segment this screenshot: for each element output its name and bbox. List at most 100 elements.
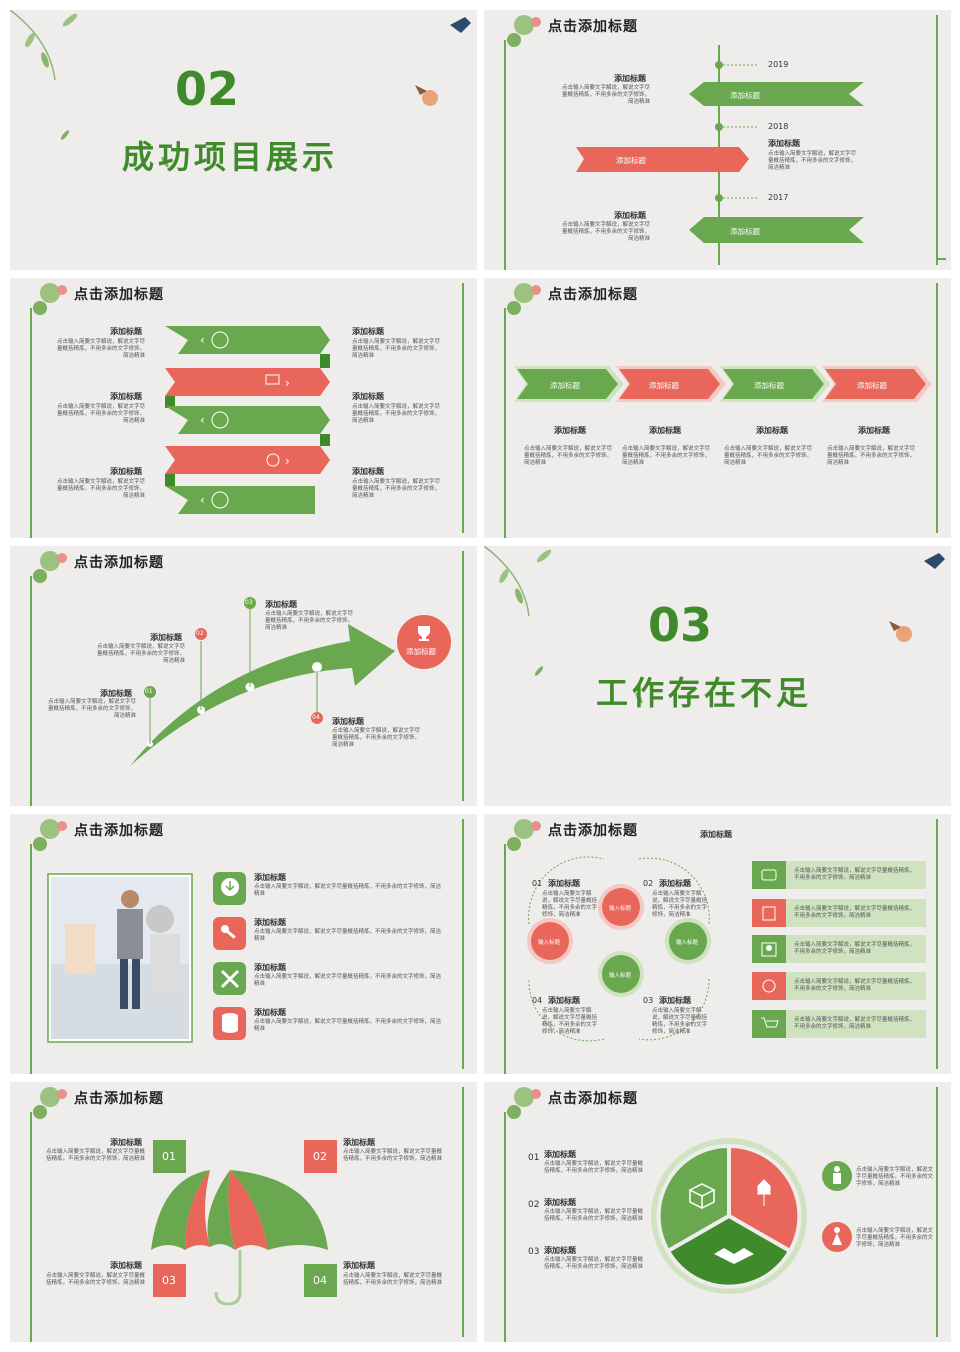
step-number: 03 — [643, 996, 654, 1005]
slide-title: 点击添加标题 — [548, 19, 638, 35]
body-text: 点击输入简要文字解说，解说文字尽量概括精炼，不用多余的文字修饰，简洁精准 — [652, 1008, 708, 1035]
arrow-label: 添加标题 — [550, 381, 580, 390]
list-text: 点击输入简要文字解说，解说文字尽量概括精炼，不用多余的文字修饰，简洁精准 — [794, 1017, 916, 1030]
body-text: 点击输入简要文字解说，解说文字尽量概括精炼，不用多余的文字修饰，简洁精准 — [343, 1273, 443, 1286]
list-text: 点击输入简要文字解说，解说文字尽量概括精炼，不用多余的文字修饰，简洁精准 — [794, 906, 916, 919]
slide-title: 点击添加标题 — [74, 287, 164, 303]
slide-7-photo-list[interactable]: 点击添加标题 添加标题 点击输入简要文字解说，解说文字尽量概括精炼，不用多余的文… — [10, 814, 477, 1074]
circle-segments-graphic — [504, 1087, 938, 1342]
edit-icon: ‹ — [200, 491, 229, 509]
body-text: 点击输入简要文字解说，解说文字尽量概括精炼，不用多余的文字修饰，简洁精准 — [56, 404, 145, 424]
arrow-label: 添加标题 — [616, 156, 646, 165]
heading: 添加标题 — [110, 1261, 142, 1270]
heading: 添加标题 — [343, 1138, 375, 1147]
key-icon — [221, 925, 236, 939]
list-text: 点击输入简要文字解说，解说文字尽量概括精炼，不用多余的文字修饰，简洁精准 — [794, 979, 916, 992]
flower-leaves-icon — [507, 819, 541, 851]
heading: 添加标题 — [110, 467, 142, 476]
body-text: 点击输入简要文字解说，解说文字尽量概括精炼，不用多余的文字修饰，简洁精准 — [352, 339, 441, 359]
body-text: 点击输入简要文字解说，解说文字尽量概括精炼，不用多余的文字修饰，简洁精准 — [254, 884, 442, 897]
step-number: 02 — [643, 879, 654, 888]
list-text: 点击输入简要文字解说，解说文字尽量概括精炼，不用多余的文字修饰，简洁精准 — [794, 942, 916, 955]
step-number: 03 — [162, 1274, 176, 1287]
step-number: 01 — [528, 1153, 540, 1163]
heading: 添加标题 — [858, 426, 890, 435]
heading: 添加标题 — [110, 1138, 142, 1147]
year-2019: 2019 — [768, 60, 789, 69]
photo-image — [51, 877, 189, 1039]
heading: 添加标题 — [110, 392, 142, 401]
heading: 添加标题 — [254, 918, 286, 927]
section-number: 03 — [648, 598, 713, 652]
slide-title: 点击添加标题 — [74, 823, 164, 839]
body-text: 点击输入简要文字解说，解说文字尽量概括精炼，不用多余的文字修饰，简洁精准 — [827, 446, 916, 466]
monitor-icon: › — [265, 374, 290, 390]
slide-5-growth-arrow[interactable]: 点击添加标题 01 02 03 04 添加标题 添加标题 点击输入简要文字解说，… — [10, 546, 477, 806]
heading: 添加标题 — [768, 139, 800, 148]
bird-icon — [415, 85, 438, 106]
heading: 添加标题 — [110, 327, 142, 336]
arrow-label: 添加标题 — [857, 381, 887, 390]
heading: 添加标题 — [254, 1008, 286, 1017]
heading: 添加标题 — [332, 717, 364, 726]
body-text: 点击输入简要文字解说，解说文字尽量概括精炼，不用多余的文字修饰，简洁精准 — [332, 728, 421, 748]
slide-2-timeline[interactable]: 点击添加标题 2019 2018 2017 添加标题 添加标题 添加标题 添加标… — [484, 10, 951, 270]
flower-leaves-icon — [507, 1087, 541, 1119]
slide-1-section-02[interactable]: 02 成功项目展示 — [10, 10, 477, 270]
list-text: 点击输入简要文字解说，解说文字尽量概括精炼，不用多余的文字修饰，简洁精准 — [794, 868, 916, 881]
swallow-icon — [450, 17, 471, 33]
heading: 添加标题 — [150, 633, 182, 642]
body-text: 点击输入简要文字解说，解说文字尽量概括精炼，不用多余的文字修饰，简洁精准 — [47, 699, 136, 719]
arrow-label: 添加标题 — [730, 91, 760, 100]
heading: 添加标题 — [659, 879, 691, 888]
slide-title: 点击添加标题 — [548, 823, 638, 839]
section-title: 工作存在不足 — [596, 674, 813, 712]
step-number: 04 — [313, 1274, 327, 1287]
step-number: 04 — [312, 714, 320, 721]
section-title: 成功项目展示 — [122, 138, 339, 176]
bird-icon — [889, 621, 912, 642]
circle-label: 输入标题 — [609, 973, 632, 979]
handshake-icon — [714, 1248, 754, 1264]
slide-8-cycle-list[interactable]: 点击添加标题 添加标题 输入标题 输入标题 输入标题 输入标题 01 添加标题 … — [484, 814, 951, 1074]
circle-label: 输入标题 — [676, 940, 699, 946]
male-icon — [833, 1166, 841, 1184]
slide-6-section-03[interactable]: 03 工作存在不足 — [484, 546, 951, 806]
leaves-decoration — [484, 546, 945, 704]
flower-leaves-icon — [33, 283, 67, 315]
slide-9-umbrella[interactable]: 点击添加标题 01 02 03 04 添加标题 点击输入简要文字解说，解说文字尽… — [10, 1082, 477, 1342]
heading: 添加标题 — [700, 830, 732, 839]
helm-icon — [762, 979, 776, 993]
svg-text:›: › — [285, 376, 290, 390]
step-number: 02 — [528, 1200, 540, 1210]
section-number: 02 — [175, 62, 240, 116]
slide-3-ribbon[interactable]: ‹ › ‹ › ‹ 点击添加标题 添加标题 点击输入简要文字解说，解说文字尽量概… — [10, 278, 477, 538]
body-text: 点击输入简要文字解说，解说文字尽量概括精炼，不用多余的文字修饰，简洁精准 — [856, 1167, 934, 1187]
svg-text:‹: ‹ — [200, 493, 205, 507]
process-arrows-graphic — [504, 283, 938, 538]
flower-leaves-icon — [507, 15, 541, 47]
step-number: 02 — [196, 630, 204, 637]
body-text: 点击输入简要文字解说，解说文字尽量概括精炼，不用多余的文字修饰，简洁精准 — [724, 446, 813, 466]
body-text: 点击输入简要文字解说，解说文字尽量概括精炼，不用多余的文字修饰，简洁精准 — [254, 929, 442, 942]
slide-4-process-arrows[interactable]: 点击添加标题 添加标题 添加标题 添加标题 添加标题 添加标题 点击输入简要文字… — [484, 278, 951, 538]
heading: 添加标题 — [544, 1150, 576, 1159]
growth-arrow-graphic — [30, 551, 464, 806]
body-text: 点击输入简要文字解说，解说文字尽量概括精炼，不用多余的文字修饰，简洁精准 — [542, 891, 598, 918]
book-icon — [762, 906, 776, 921]
step-number: 01 — [162, 1150, 176, 1163]
tag-icon — [757, 1179, 771, 1206]
slide-title: 点击添加标题 — [74, 1091, 164, 1107]
body-text: 点击输入简要文字解说，解说文字尽量概括精炼，不用多余的文字修饰，简洁精准 — [56, 339, 145, 359]
body-text: 点击输入简要文字解说，解说文字尽量概括精炼，不用多余的文字修饰，简洁精准 — [544, 1257, 644, 1270]
box-icon — [688, 1183, 716, 1210]
heading: 添加标题 — [659, 996, 691, 1005]
body-text: 点击输入简要文字解说，解说文字尽量概括精炼，不用多余的文字修饰，简洁精准 — [265, 611, 354, 631]
flower-leaves-icon — [33, 1087, 67, 1119]
flower-leaves-icon — [33, 551, 67, 583]
slide-10-circle-segments[interactable]: 点击添加标题 01 添加标题 点击输入简要文字解说，解说文字尽量概括精炼，不用多… — [484, 1082, 951, 1342]
heading: 添加标题 — [343, 1261, 375, 1270]
step-number: 01 — [145, 688, 153, 695]
heading: 添加标题 — [100, 689, 132, 698]
heading: 添加标题 — [254, 963, 286, 972]
